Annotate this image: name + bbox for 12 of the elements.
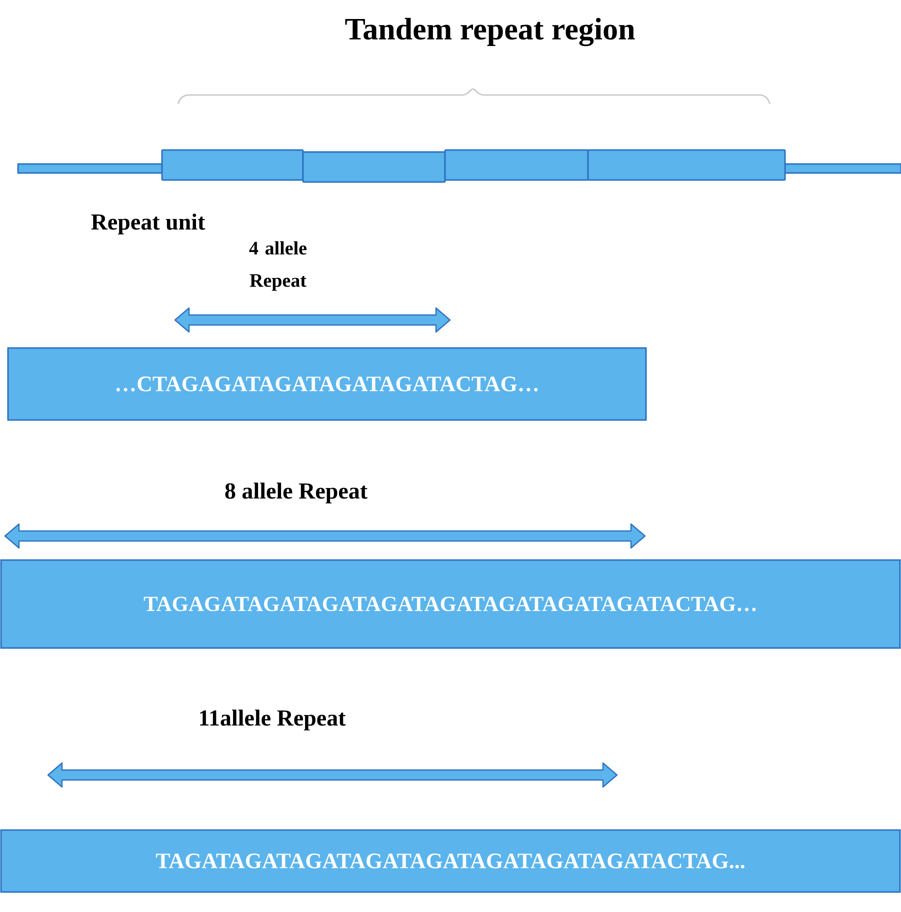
sequence-box: TAGAGATAGATAGATAGATAGATAGATAGATAGATACTAG… [0, 559, 901, 649]
label: 8 allele Repeat [225, 482, 368, 504]
label: 11allele Repeat [200, 710, 346, 730]
repeat-unit-box [302, 151, 446, 183]
repeat-unit-box [444, 149, 589, 181]
label: 4 allele Repeat [249, 241, 307, 291]
sequence-box: TAGATAGATAGATAGATAGATAGATAGATAGATACTAG... [0, 829, 901, 893]
sequence-box: …CTAGAGATAGATAGATAGATACTAG… [7, 347, 647, 421]
label: Repeat unit [91, 214, 206, 234]
repeat-unit-box [587, 149, 786, 181]
repeat-unit-box [161, 149, 304, 181]
title: Tandem repeat region [345, 18, 635, 46]
